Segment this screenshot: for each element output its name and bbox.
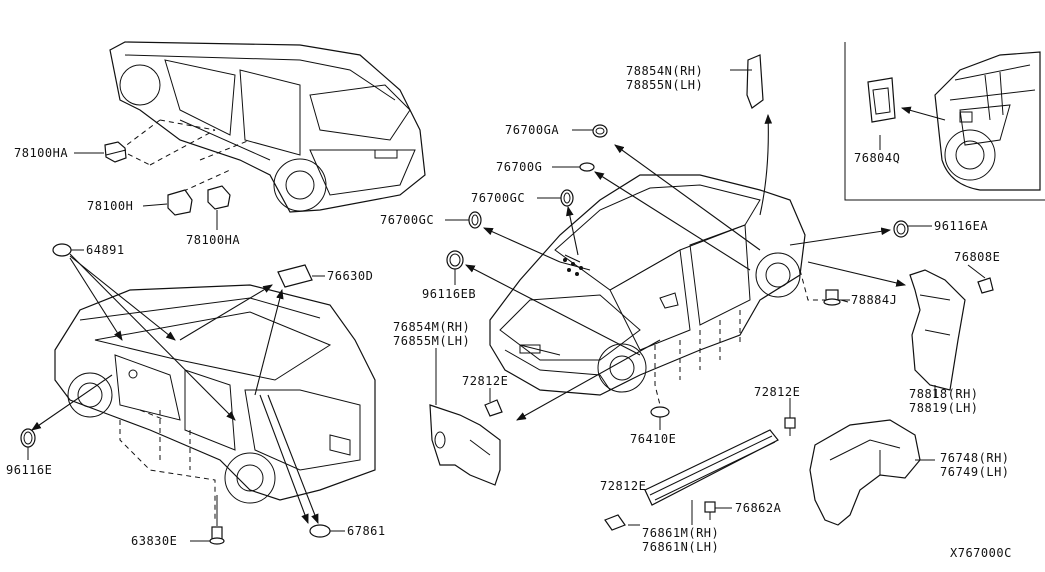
clip-78100HA-bot xyxy=(207,185,231,210)
part-78818-mudguard xyxy=(909,269,966,391)
part-76854M-bracket xyxy=(429,404,501,486)
part-76748-liner xyxy=(809,419,921,526)
part-76700GC-b xyxy=(468,211,482,229)
label-67861: 67861 xyxy=(347,524,386,538)
part-76700GC-a xyxy=(560,189,574,207)
label-76855M: 76855M(LH) xyxy=(393,334,470,348)
label-78854N: 78854N(RH) xyxy=(626,64,703,78)
diagram-code: X767000C xyxy=(950,546,1012,560)
clip-78100HA-top xyxy=(104,141,127,163)
part-76861M-sill xyxy=(644,429,779,506)
label-64891: 64891 xyxy=(86,243,125,257)
label-96116EB: 96116EB xyxy=(422,287,476,301)
part-78854N-moulding xyxy=(746,54,764,109)
label-76749: 76749(LH) xyxy=(940,465,1010,479)
part-76862A xyxy=(704,501,716,520)
label-78100HA-top: 78100HA xyxy=(14,146,68,160)
part-76804Q-cap xyxy=(867,77,896,123)
part-63830E xyxy=(209,526,225,545)
part-96116EA xyxy=(893,220,909,238)
label-76700GC-b: 76700GC xyxy=(380,213,434,227)
car-top-left xyxy=(109,41,426,213)
label-96116E: 96116E xyxy=(6,463,52,477)
inset-car-rear xyxy=(934,51,1041,191)
label-78855N: 78855N(LH) xyxy=(626,78,703,92)
label-78100H: 78100H xyxy=(87,199,133,213)
clip-72812E-a xyxy=(484,399,503,417)
label-96116EA: 96116EA xyxy=(934,219,988,233)
part-76808E xyxy=(977,277,994,294)
part-76700G xyxy=(579,162,595,172)
label-76700GC-a: 76700GC xyxy=(471,191,525,205)
car-bottom-left xyxy=(54,284,376,504)
label-76804Q: 76804Q xyxy=(854,151,900,165)
clip-72812E-c xyxy=(604,514,626,531)
label-76808E: 76808E xyxy=(954,250,1000,264)
label-72812E-b: 72812E xyxy=(754,385,800,399)
label-76861M: 76861M(RH) xyxy=(642,526,719,540)
label-76700G: 76700G xyxy=(496,160,542,174)
label-78100HA-bot: 78100HA xyxy=(186,233,240,247)
label-72812E-a: 72812E xyxy=(462,374,508,388)
part-76410E xyxy=(650,406,670,418)
inset-frame xyxy=(844,42,1045,201)
car-center xyxy=(489,174,806,396)
part-67861 xyxy=(309,524,331,538)
clip-72812E-b xyxy=(784,417,796,436)
label-78818: 78818(RH) xyxy=(909,387,979,401)
clip-78100H xyxy=(167,189,193,216)
label-78884J: 78884J xyxy=(851,293,897,307)
washer-nozzles xyxy=(563,258,583,276)
label-76862A: 76862A xyxy=(735,501,782,515)
label-76700GA: 76700GA xyxy=(505,123,559,137)
label-76748: 76748(RH) xyxy=(940,451,1010,465)
label-76861N: 76861N(LH) xyxy=(642,540,719,554)
label-63830E: 63830E xyxy=(131,534,177,548)
part-64891 xyxy=(52,243,72,257)
label-76410E: 76410E xyxy=(630,432,676,446)
label-76630D: 76630D xyxy=(327,269,373,283)
label-72812E-c: 72812E xyxy=(600,479,646,493)
part-76700GA xyxy=(592,124,608,138)
part-76630D xyxy=(277,264,313,288)
label-76854M: 76854M(RH) xyxy=(393,320,470,334)
label-78819: 78819(LH) xyxy=(909,401,979,415)
part-78884J xyxy=(823,289,841,306)
